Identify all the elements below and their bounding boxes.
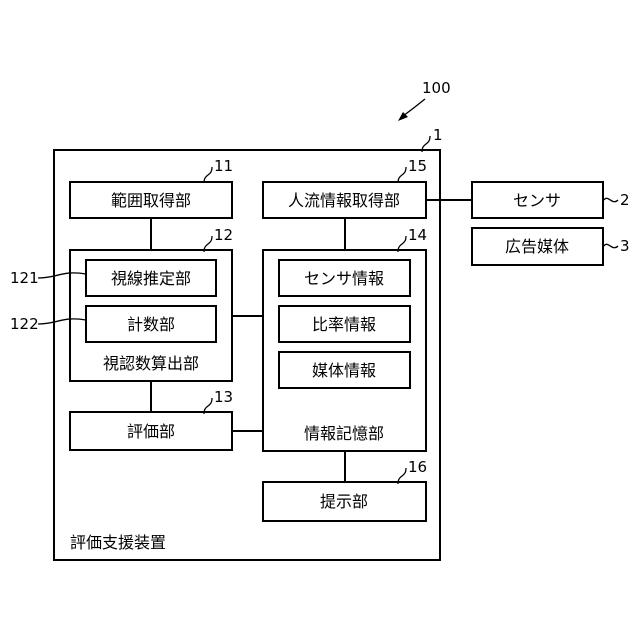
presentation-label: 提示部	[320, 492, 368, 511]
presentation-ref: 16	[408, 458, 427, 476]
view-count-calc-label: 視認数算出部	[103, 354, 199, 373]
sensor-ref: 2	[620, 191, 630, 209]
ad-media-label: 広告媒体	[505, 237, 569, 256]
sensor-ref-leader	[604, 198, 618, 201]
ratio-info-label: 比率情報	[312, 315, 376, 334]
flow-acquisition-ref: 15	[408, 157, 427, 175]
counter-ref: 122	[10, 315, 39, 333]
sensor-label: センサ	[513, 191, 561, 210]
gaze-estimation-label: 視線推定部	[111, 269, 191, 288]
range-acquisition-ref: 11	[214, 157, 233, 175]
range-acquisition-label: 範囲取得部	[111, 191, 191, 210]
info-storage-label: 情報記憶部	[304, 424, 384, 443]
view-count-calc-ref: 12	[214, 226, 233, 244]
flow-acquisition-label: 人流情報取得部	[288, 191, 400, 210]
system-ref-label: 1	[433, 126, 443, 144]
gaze-estimation-ref: 121	[10, 269, 39, 287]
media-info-label: 媒体情報	[312, 361, 376, 380]
evaluation-label: 評価部	[127, 422, 175, 441]
system-label: 評価支援装置	[70, 533, 166, 552]
ad-media-ref: 3	[620, 237, 630, 255]
figure-ref-label: 100	[422, 79, 451, 97]
figure-ref-arrow	[398, 99, 425, 121]
info-storage-ref: 14	[408, 226, 427, 244]
ad-media-ref-leader	[604, 244, 618, 247]
counter-label: 計数部	[127, 315, 175, 334]
sensor-info-label: センサ情報	[304, 269, 384, 288]
evaluation-ref: 13	[214, 388, 233, 406]
